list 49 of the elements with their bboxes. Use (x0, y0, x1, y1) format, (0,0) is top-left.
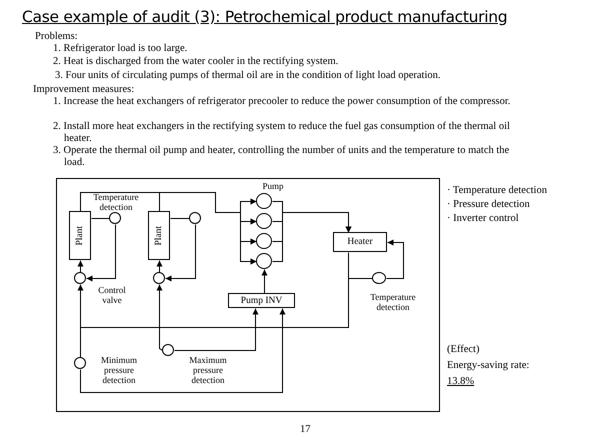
note-text: Energy-saving rate: (447, 360, 530, 372)
list-item: 1. Refrigerator load is too large. (53, 43, 188, 55)
pump-symbol (256, 253, 272, 269)
circle-symbol (162, 344, 174, 356)
circle-symbol (372, 272, 386, 284)
pipe-line (272, 212, 352, 262)
result-value: 13.8% (447, 376, 474, 388)
node-caption: Temperature detection (92, 192, 140, 212)
pump-symbol (256, 233, 272, 249)
pipe-line (86, 224, 116, 282)
node-caption: Minimum pressure detection (100, 355, 138, 385)
pipe-line (348, 252, 373, 279)
pipe-line (78, 260, 84, 273)
pipe-line (80, 308, 286, 393)
process-box: Pump INV (228, 293, 295, 308)
pump-symbol (256, 213, 272, 229)
pipe-line (386, 240, 404, 279)
pipe-line (91, 218, 110, 219)
plant-box: Plant (148, 211, 170, 260)
circle-symbol (189, 212, 201, 224)
heater-box: Heater (333, 232, 387, 252)
page-number: 17 (300, 424, 310, 436)
node-caption: Pump (261, 181, 284, 191)
title: Case example of audit (3): Petrochemical product manufacturing (22, 8, 508, 26)
pipe-line (156, 260, 162, 273)
list-item: 2. Install more heat exchangers in the rectifying system to reduce the fuel gas consumption of the thermal oil heater. (53, 121, 511, 145)
list-item: 3. Operate the thermal oil pump and heater, controlling the number of units and the temperature to match the load. (53, 145, 510, 169)
circle-symbol (109, 212, 121, 224)
plant-box: Plant (69, 211, 91, 260)
circle-symbol (74, 357, 86, 369)
pipe-line (170, 218, 190, 219)
section-heading: Problems: (35, 31, 78, 43)
note-text: · Inverter control (447, 213, 519, 225)
pipe-line (165, 224, 196, 282)
note-text: · Pressure detection (447, 199, 530, 211)
section-heading: Improvement measures: (33, 84, 134, 96)
circle-symbol (74, 272, 86, 284)
list-item: 1. Increase the heat exchangers of refrigerator precooler to reduce the power consumption of the compressor. (53, 96, 512, 108)
circle-symbol (153, 272, 165, 284)
node-caption: Temperature detection (369, 292, 417, 312)
node-caption: Control valve (97, 285, 127, 305)
list-item: 2. Heat is discharged from the water cooler in the rectifying system. (53, 56, 340, 68)
node-caption: Maximum pressure detection (188, 355, 228, 385)
pipe-line (262, 269, 268, 294)
note-text: (Effect) (447, 344, 480, 356)
list-item: 3. Four units of circulating pumps of thermal oil are in the condition of light load operation. (55, 70, 442, 82)
pump-symbol (256, 193, 272, 209)
note-text: · Temperature detection (447, 185, 547, 197)
pipe-line (174, 308, 258, 351)
